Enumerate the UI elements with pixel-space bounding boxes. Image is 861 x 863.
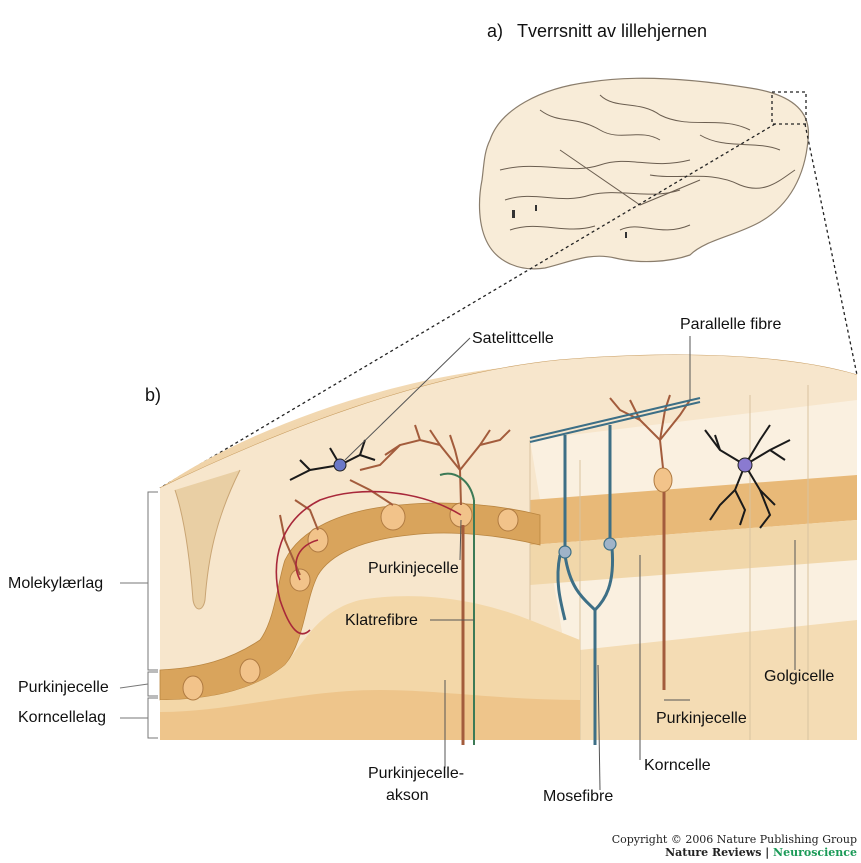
panel-a-title: Tverrsnitt av lillehjernen [517, 22, 707, 40]
tissue-block [160, 355, 857, 740]
panel-b-letter: b) [145, 386, 161, 404]
label-korncelle: Korncelle [644, 757, 711, 775]
label-purkinjecelle-akson-2: akson [386, 787, 429, 805]
satellite-cell-body [334, 459, 346, 471]
cerebellum-cross-section [480, 78, 809, 269]
copyright-line-1: Copyright © 2006 Nature Publishing Group [612, 833, 857, 846]
copyright-neuroscience: Neuroscience [773, 846, 857, 859]
label-mosefibre: Mosefibre [543, 788, 613, 806]
layer-brackets [120, 492, 158, 738]
copyright-journal: Nature Reviews | [665, 846, 773, 859]
label-korncellelag: Korncellelag [18, 709, 106, 727]
panel-a-letter: a) [487, 22, 503, 40]
label-satelittcelle: Satelittcelle [472, 330, 554, 348]
label-purkinjecelle-akson-1: Purkinjecelle- [368, 765, 464, 783]
label-parallelle-fibre: Parallelle fibre [680, 316, 781, 334]
label-klatrefibre: Klatrefibre [345, 612, 418, 630]
label-purkinjecelle-layer: Purkinjecelle [18, 679, 109, 697]
label-molekylaerlag: Molekylærlag [8, 575, 103, 593]
label-purkinjecelle-right: Purkinjecelle [656, 710, 747, 728]
label-golgicelle: Golgicelle [764, 668, 834, 686]
label-purkinjecelle-mid: Purkinjecelle [368, 560, 459, 578]
copyright-line-2: Nature Reviews | Neuroscience [665, 846, 857, 859]
golgi-cell-body [738, 458, 752, 472]
